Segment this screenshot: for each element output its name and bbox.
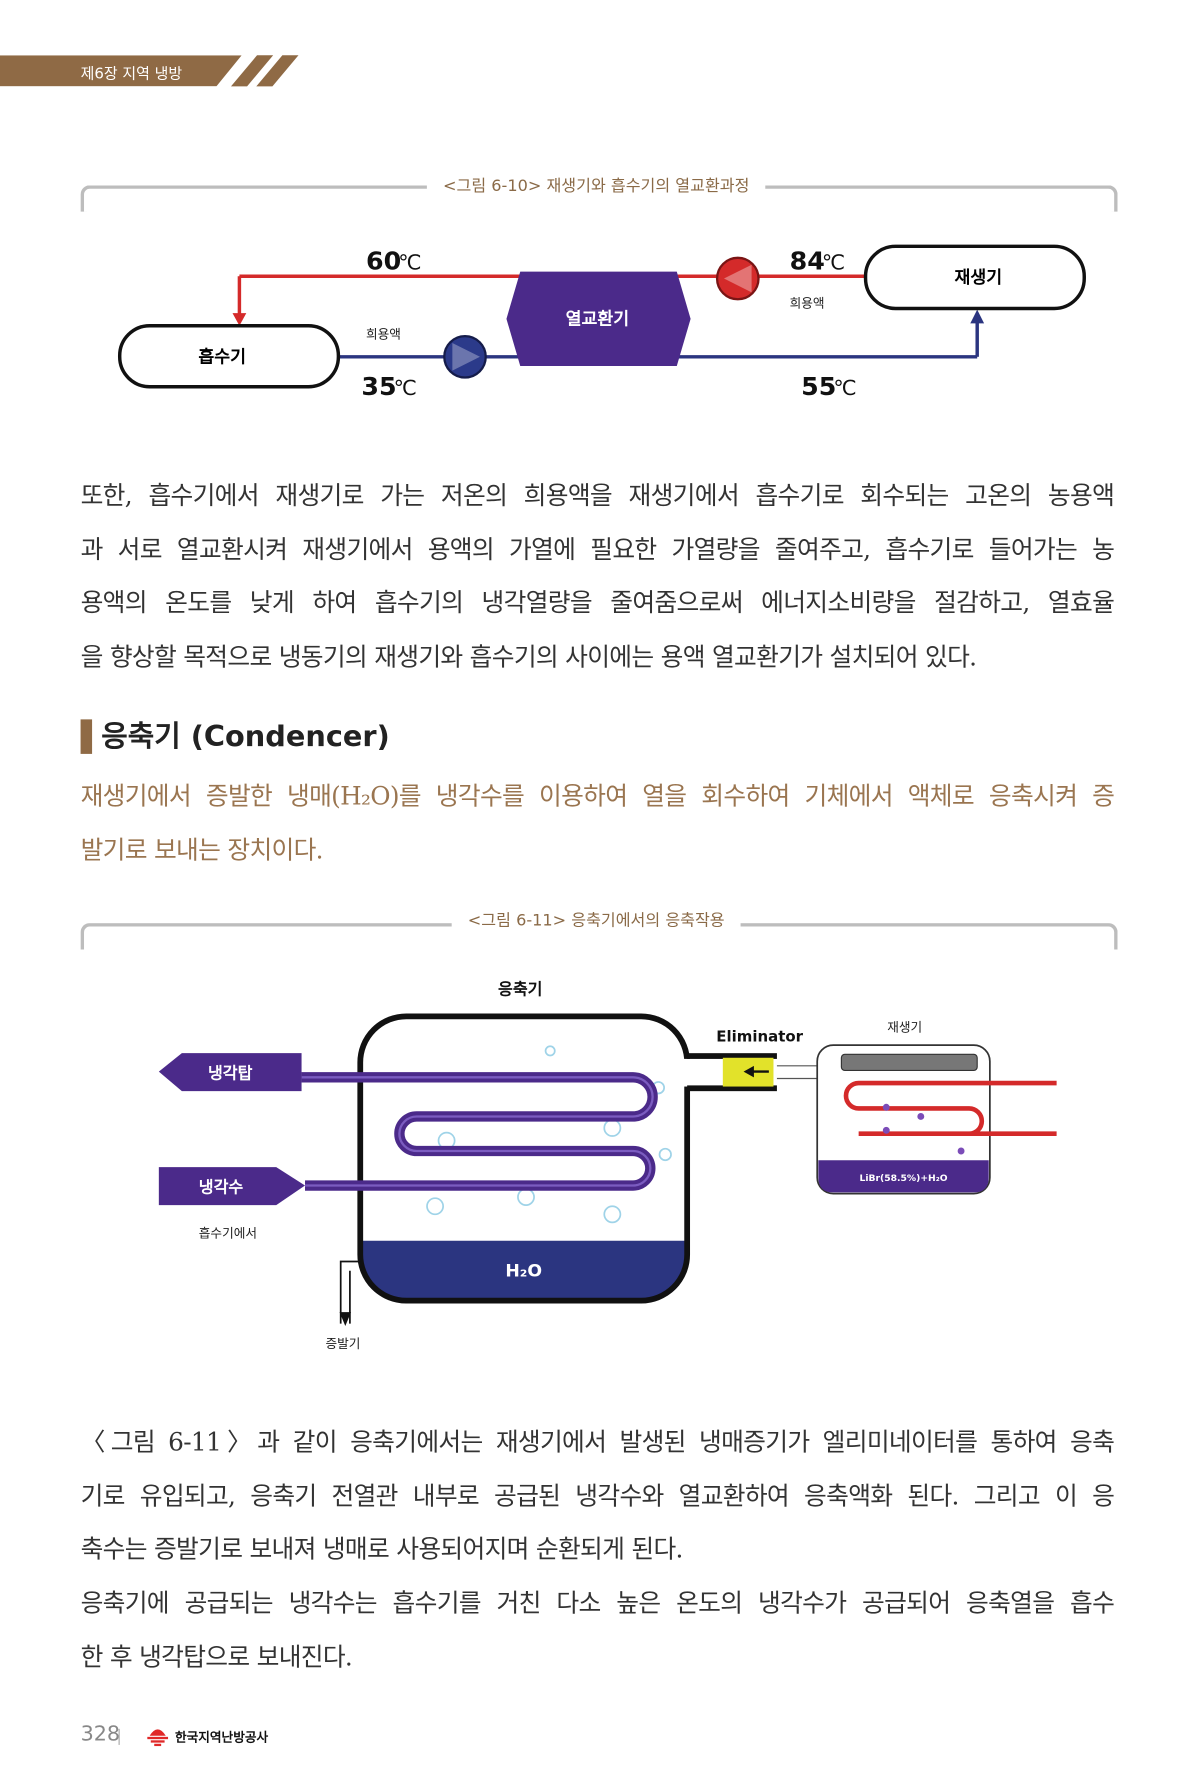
svg-text:흡수기: 흡수기	[198, 347, 246, 368]
page-number: 328	[80, 1721, 121, 1747]
svg-text:35: 35	[361, 371, 396, 401]
cooling-tower-tag	[158, 1053, 302, 1092]
text-line: 과 서로 열교환시켜 재생기에서 용액의 가열에 필요한 가열량을 줄여주고, …	[80, 536, 1115, 566]
svg-text:84: 84	[790, 245, 825, 275]
svg-text:냉각수: 냉각수	[199, 1177, 244, 1196]
svg-text:흡수기에서: 흡수기에서	[199, 1225, 257, 1240]
arrow-left-icon	[743, 1065, 754, 1078]
definition-line: 발기로 보내는 장치이다.	[80, 836, 324, 866]
svg-text:55: 55	[801, 371, 836, 401]
svg-text:LiBr(58.5%)+H₂O: LiBr(58.5%)+H₂O	[860, 1173, 948, 1184]
heating-tube	[843, 1080, 1057, 1137]
condenser-vessel	[357, 1013, 691, 1304]
absorber-box	[117, 324, 341, 389]
arrow-up-icon	[970, 309, 985, 324]
text-line: 용액의 온도를 낮게 하여 흡수기의 냉각열량을 줄여줌으로써 에너지소비량을 …	[80, 589, 1115, 619]
arrow-down-icon	[232, 313, 247, 326]
svg-text:℃: ℃	[394, 376, 417, 400]
spray-header	[840, 1053, 978, 1072]
arrow-down-icon	[339, 1312, 352, 1326]
svg-text:희용액: 희용액	[366, 326, 401, 341]
text-line: 〈그림 6-11〉과 같이 응축기에서는 재생기에서 발생된 냉매증기가 엘리미…	[80, 1428, 1115, 1458]
svg-text:Eliminator: Eliminator	[716, 1028, 803, 1046]
svg-text:60: 60	[366, 245, 401, 275]
svg-text:열교환기: 열교환기	[566, 310, 629, 330]
chapter-header: 제6장 지역 냉방	[0, 55, 242, 86]
svg-text:℃: ℃	[833, 376, 856, 400]
vapor-bubbles	[426, 1045, 672, 1224]
svg-text:℃: ℃	[822, 250, 845, 274]
svg-text:재생기: 재생기	[887, 1019, 922, 1034]
text-line: 축수는 증발기로 보내져 냉매로 사용되어지며 순환되게 된다.	[80, 1535, 684, 1565]
divider	[118, 1728, 120, 1745]
cooling-water-tag	[158, 1167, 306, 1206]
section-heading: 응축기 (Condencer)	[80, 719, 390, 754]
svg-text:냉각탑: 냉각탑	[208, 1063, 253, 1082]
figure-caption: <그림 6-10> 재생기와 흡수기의 열교환과정	[426, 173, 766, 197]
publisher-name: 한국지역난방공사	[174, 1729, 269, 1745]
svg-text:℃: ℃	[398, 250, 421, 274]
svg-text:재생기: 재생기	[955, 267, 1003, 288]
heat-exchanger	[506, 271, 691, 367]
definition-line: 재생기에서 증발한 냉매(H₂O)를 냉각수를 이용하여 열을 회수하여 기체에…	[80, 782, 1115, 812]
condenser-diagram: 응축기 H₂O 냉각탑 냉각수 흡수기에서 증발기 Eliminator LiB…	[158, 979, 1057, 1351]
publisher-logo-icon	[147, 1729, 169, 1747]
svg-text:증발기: 증발기	[326, 1336, 361, 1351]
hot-pump-icon	[715, 256, 760, 301]
cold-pump-icon	[443, 334, 487, 379]
chapter-title: 제6장 지역 냉방	[80, 65, 183, 83]
text-line: 한 후 냉각탑으로 보내진다.	[80, 1643, 353, 1673]
cooling-coil	[301, 1072, 658, 1191]
svg-text:희용액: 희용액	[790, 295, 825, 310]
text-line: 또한, 흡수기에서 재생기로 가는 저온의 희용액을 재생기에서 흡수기로 회수…	[80, 482, 1115, 512]
svg-text:H₂O: H₂O	[505, 1261, 542, 1281]
text-line: 응축기에 공급되는 냉각수는 흡수기를 거친 다소 높은 온도의 냉각수가 공급…	[80, 1589, 1115, 1619]
heat-exchange-diagram: 흡수기 재생기 열교환기 60℃ 84℃ 35℃ 55℃ 희용액 희용액	[117, 244, 1086, 401]
figure-caption: <그림 6-11> 응축기에서의 응축작용	[451, 908, 741, 932]
text-line: 을 향상할 목적으로 냉동기의 재생기와 흡수기의 사이에는 용액 열교환기가 …	[80, 643, 977, 673]
svg-text:응축기: 응축기	[498, 979, 542, 998]
text-line: 기로 유입되고, 응축기 전열관 내부로 공급된 냉각수와 열교환하여 응축액화…	[80, 1482, 1115, 1512]
regenerator-box	[863, 244, 1086, 311]
